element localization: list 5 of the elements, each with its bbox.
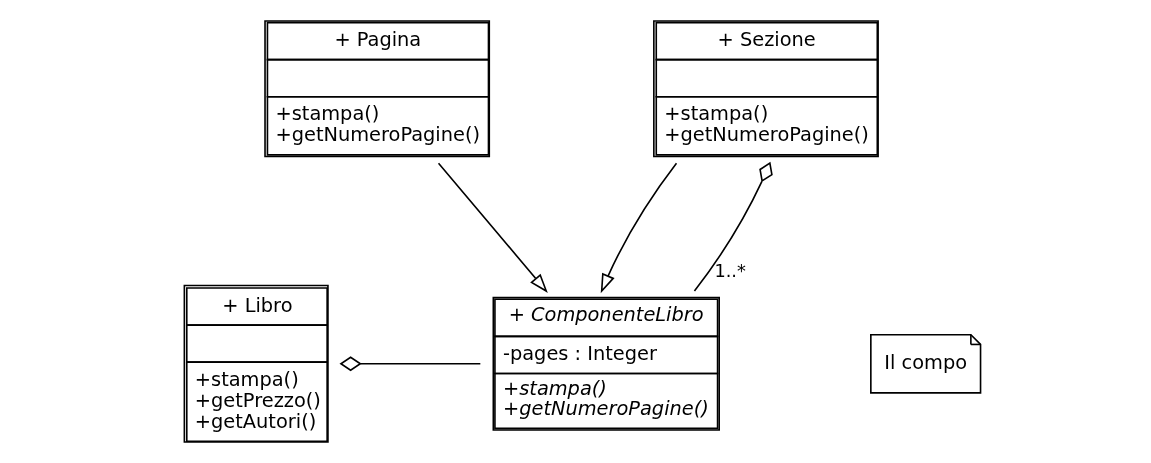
arrow [437, 162, 548, 293]
connector [339, 356, 481, 372]
arrow [600, 162, 677, 294]
edge-label: 1..* [713, 260, 746, 281]
connector [693, 161, 773, 292]
